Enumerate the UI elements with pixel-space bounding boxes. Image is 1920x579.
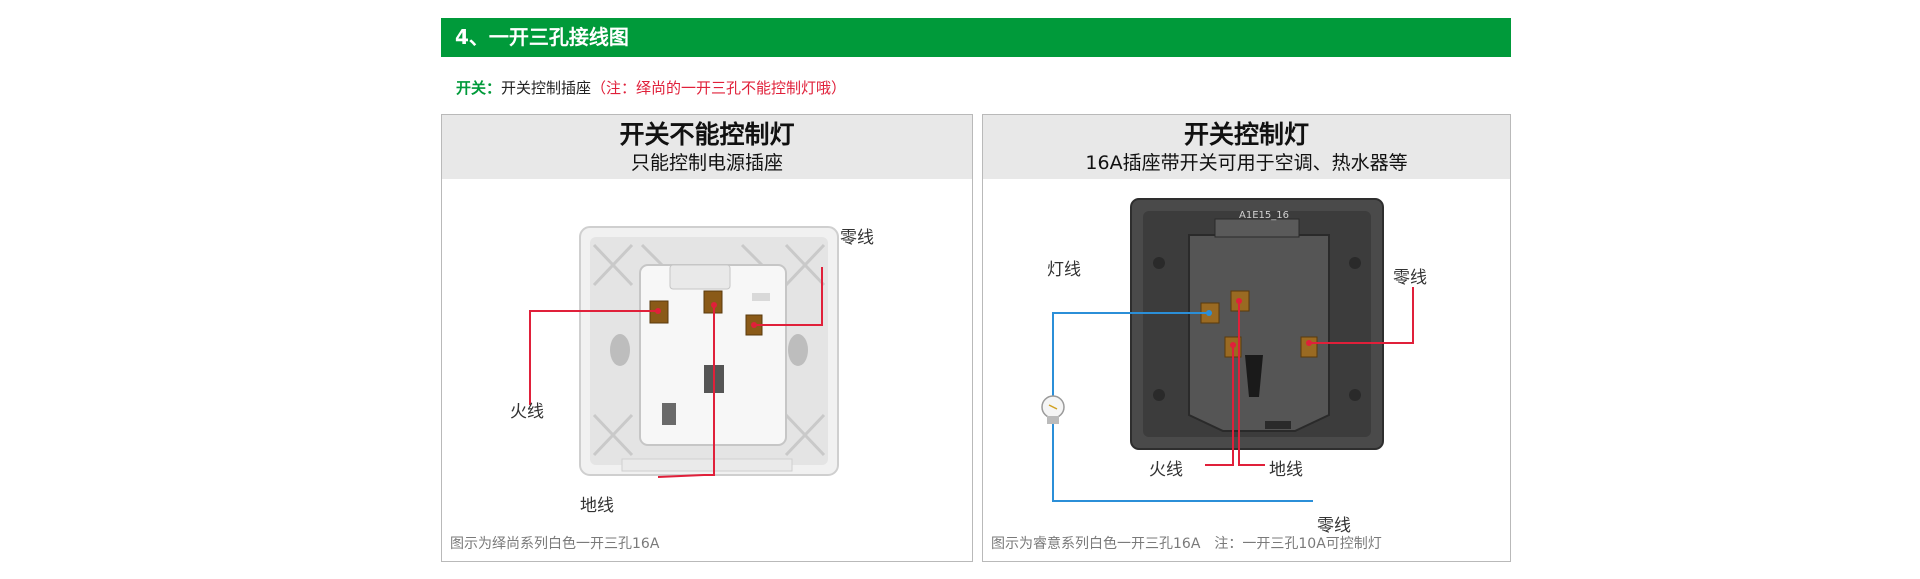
panel-title: 开关不能控制灯 — [619, 120, 795, 149]
right-red-wires — [1205, 287, 1414, 466]
light-bulb-icon — [1041, 395, 1065, 424]
gray-socket-back — [1130, 198, 1384, 450]
label-ground: 地线 — [580, 496, 614, 516]
switch-key: 开关： — [456, 79, 502, 97]
panel-title: 开关控制灯 — [1183, 120, 1309, 149]
ground-wire — [657, 305, 715, 478]
neutral-wire — [754, 267, 823, 326]
gray-socket-diagram: A1E15_16 — [1041, 198, 1414, 502]
ground-wire — [1238, 301, 1265, 466]
live-wire — [1205, 345, 1234, 466]
label-lamp: 灯线 — [1047, 260, 1081, 280]
back-marking: A1E15_16 — [1239, 210, 1289, 221]
panel-light-control: 开关控制灯 16A插座带开关可用于空调、热水器等 A1E15_16 — [982, 114, 1511, 562]
switch-note: （注：绎尚的一开三孔不能控制灯哦） — [591, 79, 847, 97]
label-neutral-top: 零线 — [1393, 268, 1427, 288]
panel-no-light-control: 开关不能控制灯 只能控制电源插座 — [441, 114, 973, 562]
panel-header: 开关不能控制灯 只能控制电源插座 — [442, 115, 972, 179]
switch-description: 开关：开关控制插座（注：绎尚的一开三孔不能控制灯哦） — [456, 77, 846, 99]
neutral-wire-top — [1309, 287, 1414, 344]
section-title: 4、一开三孔接线图 — [455, 25, 629, 49]
panel-subtitle: 16A插座带开关可用于空调、热水器等 — [1085, 152, 1408, 174]
left-wires — [529, 267, 823, 478]
label-ground: 地线 — [1269, 460, 1303, 480]
label-live: 火线 — [510, 402, 544, 422]
white-socket-back — [579, 226, 839, 476]
panel-caption: 图示为睿意系列白色一开三孔16A 注：一开三孔10A可控制灯 — [991, 536, 1382, 552]
label-neutral-bottom: 零线 — [1317, 516, 1351, 536]
label-live: 火线 — [1149, 460, 1183, 480]
white-socket-diagram — [529, 226, 839, 478]
live-wire — [529, 310, 658, 405]
switch-value: 开关控制插座 — [501, 79, 592, 97]
section-header: 4、一开三孔接线图 — [441, 18, 1511, 57]
panel-subtitle: 只能控制电源插座 — [630, 152, 783, 174]
panel-header: 开关控制灯 16A插座带开关可用于空调、热水器等 — [983, 115, 1510, 179]
label-neutral: 零线 — [840, 228, 874, 248]
panel-caption: 图示为绎尚系列白色一开三孔16A — [450, 536, 660, 552]
